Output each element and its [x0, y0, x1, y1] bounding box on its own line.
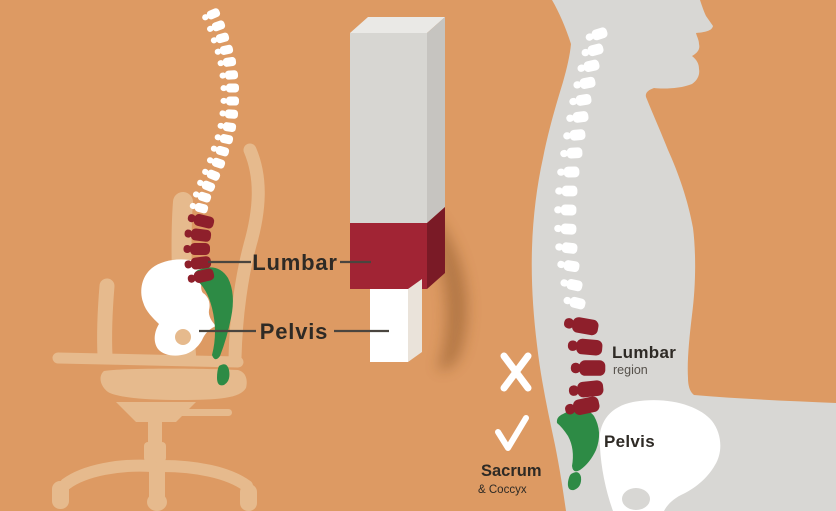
chair-leg-right: [156, 460, 253, 492]
chair-stem-collar: [144, 442, 166, 462]
left-pelvis-foramen: [175, 329, 191, 345]
left-pelvis-label: Pelvis: [260, 319, 328, 344]
column-lumbar-front: [350, 223, 427, 289]
column-lumbar-side: [427, 207, 445, 289]
chair-caster-right: [240, 484, 257, 511]
left-pelvis-bone: [141, 259, 216, 356]
column-upper-side: [427, 17, 445, 223]
chair-lever: [178, 409, 232, 416]
left-coccyx: [217, 364, 230, 386]
column-pelvis-side: [408, 279, 422, 362]
column-pelvis-front: [370, 289, 408, 362]
chair-armrest: [52, 352, 244, 368]
right-pelvis-label: Pelvis: [604, 432, 655, 451]
chair-seat: [100, 368, 247, 400]
support-column: [350, 17, 445, 362]
right-coccyx: [567, 472, 582, 491]
chair-stem: [148, 420, 162, 446]
person-silhouette: [531, 0, 836, 511]
left-lumbar-label: Lumbar: [252, 250, 337, 275]
right-pelvis-bone: [599, 400, 721, 511]
sacrum-label: Sacrum: [481, 462, 542, 480]
chair-leg-left: [60, 459, 158, 490]
right-pelvis-foramen: [622, 488, 650, 510]
chair-caster-center: [147, 493, 167, 511]
left-pointer-lines: [199, 260, 389, 333]
column-top-face: [350, 17, 445, 33]
column-upper-front: [350, 33, 427, 223]
left-sacrum: [194, 267, 233, 386]
sacrum-sublabel: & Coccyx: [478, 484, 527, 496]
x-mark-icon: [500, 352, 532, 392]
chair-caster-left: [52, 481, 69, 509]
right-lumbar-label: Lumbar: [612, 343, 676, 362]
chair-front-strip: [97, 278, 115, 364]
chair-mechanism: [116, 402, 196, 422]
chair-backrest: [228, 143, 265, 365]
check-mark-icon: [495, 415, 529, 451]
right-sacrum: [556, 408, 600, 491]
right-lumbar-sublabel: region: [613, 363, 648, 377]
